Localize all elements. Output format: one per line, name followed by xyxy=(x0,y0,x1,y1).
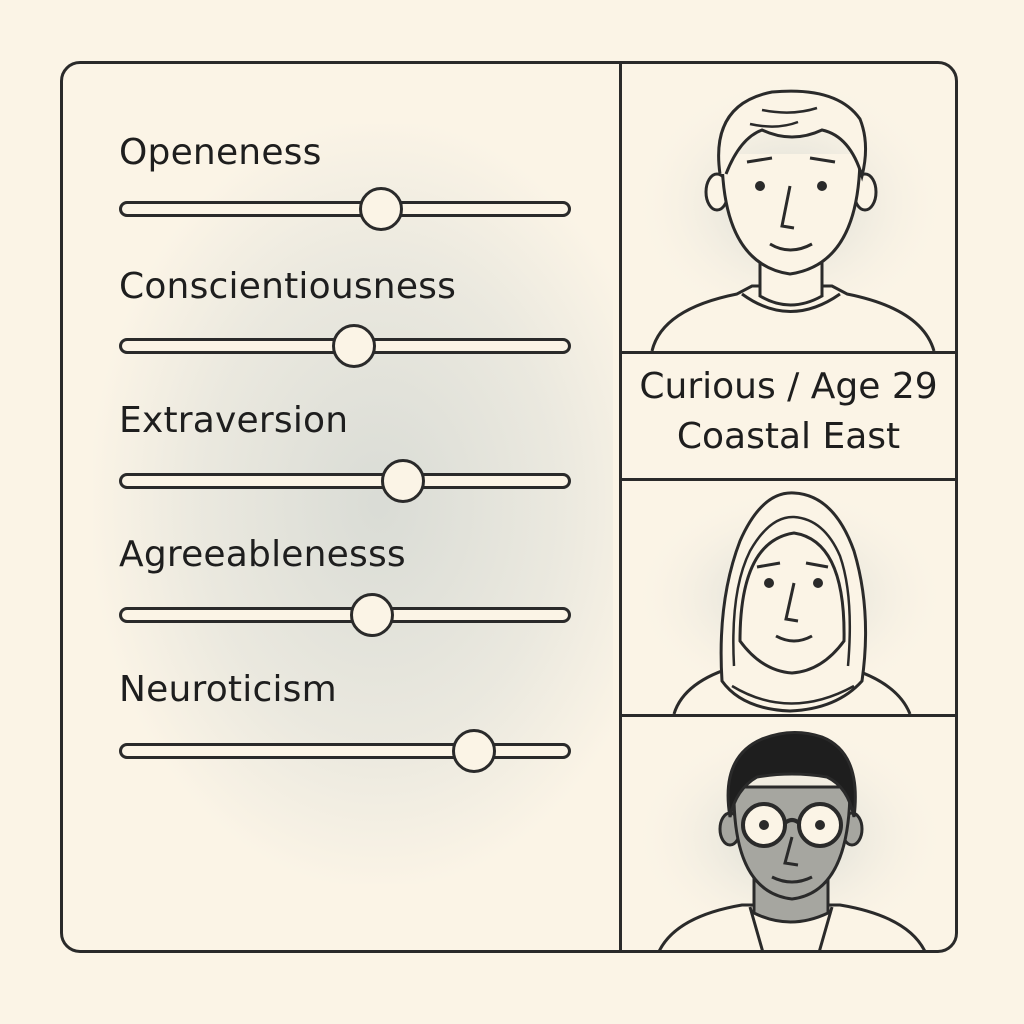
slider-neuroticism[interactable] xyxy=(119,729,571,773)
slider-thumb-agreeableness[interactable] xyxy=(349,593,394,637)
profile-card-2[interactable] xyxy=(622,481,955,714)
slider-agreeableness[interactable] xyxy=(119,593,571,637)
caption-traits-age: Curious / Age 29 xyxy=(639,366,938,407)
man-short-hair-portrait xyxy=(630,74,950,351)
slider-extraversion[interactable] xyxy=(119,459,571,503)
trait-label-conscientiousness: Conscientiousness xyxy=(119,266,457,307)
trait-label-extraversion: Extraversion xyxy=(119,400,349,441)
profiles-column: Curious / Age 29 Coastal East xyxy=(622,64,955,950)
man-glasses-curly-hair-portrait xyxy=(630,722,950,950)
trait-label-agreeableness: Agreeablenesss xyxy=(119,534,406,575)
slider-thumb-neuroticism[interactable] xyxy=(452,729,497,773)
profile-divider xyxy=(622,714,955,717)
profile-divider xyxy=(622,351,955,354)
slider-thumb-conscientiousness[interactable] xyxy=(331,324,376,368)
trait-label-neuroticism: Neuroticism xyxy=(119,669,337,710)
trait-sliders-pane: Openeness Conscientiousness Extraversion… xyxy=(63,64,619,950)
profile-caption: Curious / Age 29 Coastal East xyxy=(622,354,955,478)
background-shading xyxy=(93,124,613,884)
slider-openness[interactable] xyxy=(119,187,571,231)
slider-thumb-extraversion[interactable] xyxy=(380,459,425,503)
pane-divider xyxy=(619,64,622,950)
trait-label-openness: Openeness xyxy=(119,132,322,173)
woman-headscarf-portrait xyxy=(630,486,950,714)
caption-region: Coastal East xyxy=(676,416,901,457)
slider-conscientiousness[interactable] xyxy=(119,324,571,368)
slider-thumb-openness[interactable] xyxy=(358,187,403,231)
profile-card-3[interactable] xyxy=(622,717,955,950)
profile-divider xyxy=(622,478,955,481)
profile-card-1[interactable] xyxy=(622,64,955,351)
persona-panel: Openeness Conscientiousness Extraversion… xyxy=(60,61,958,953)
